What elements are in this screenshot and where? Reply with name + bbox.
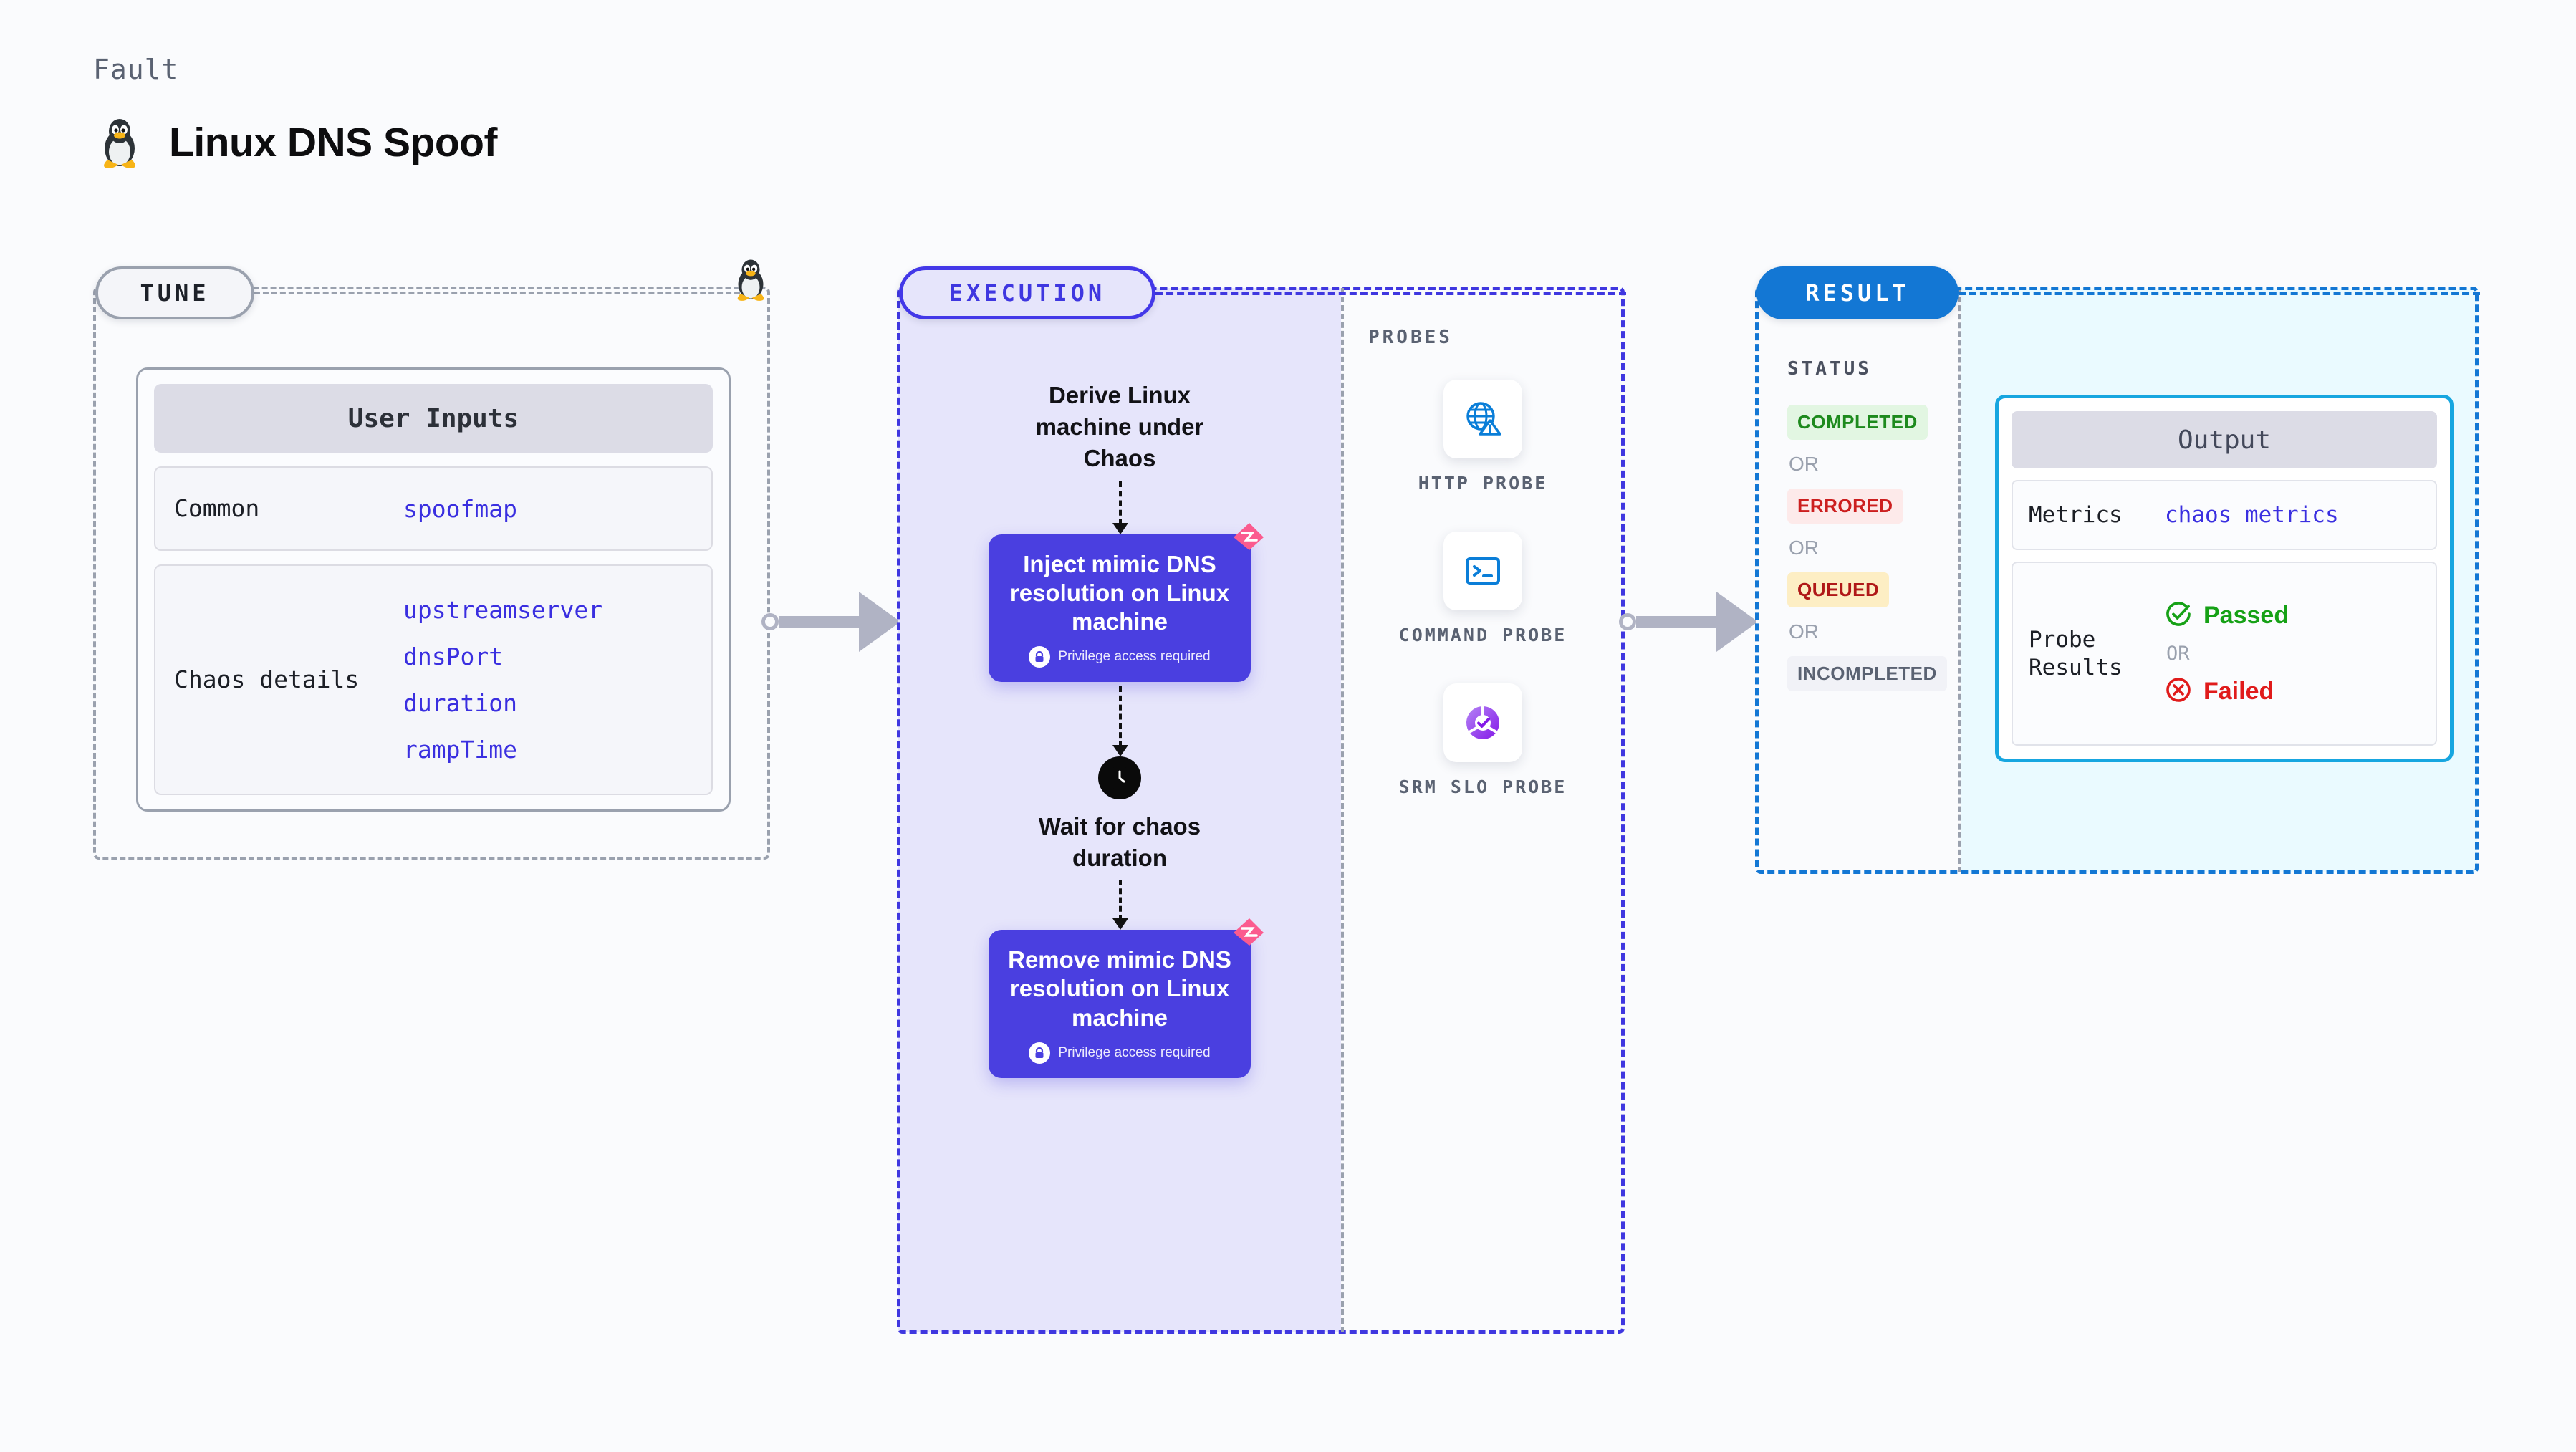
connector-bar — [1636, 616, 1716, 628]
linux-penguin-icon — [97, 117, 142, 168]
probe-name: SRM SLO PROBE — [1398, 777, 1567, 797]
status-or: OR — [1789, 453, 1819, 475]
probes-label: PROBES — [1368, 327, 1453, 348]
privilege-badge-label: Privilege access required — [1058, 649, 1211, 665]
verdict-failed: Failed — [2165, 676, 2289, 707]
tune-value: spoofmap — [403, 494, 517, 523]
user-inputs-title: User Inputs — [154, 384, 713, 453]
probe-srm-slo[interactable]: SRM SLO PROBE — [1399, 683, 1567, 799]
probes-list: HTTP PROBE COMMAND PROBE — [1341, 380, 1625, 799]
lock-icon — [1029, 646, 1051, 668]
execution-start-text: Derive Linux machine under Chaos — [1035, 382, 1204, 471]
result-pill[interactable]: RESULT — [1756, 266, 1959, 319]
probes-divider — [1341, 288, 1344, 1332]
connector-tune-to-execution — [761, 592, 918, 652]
probe-name: HTTP PROBE — [1418, 473, 1548, 494]
tune-pill[interactable]: TUNE — [95, 266, 254, 319]
chaos-ribbon-icon — [1232, 521, 1265, 555]
status-badge-incompleted: INCOMPLETED — [1787, 656, 1947, 691]
probe-command[interactable]: COMMAND PROBE — [1399, 532, 1567, 648]
terminal-icon — [1443, 532, 1522, 610]
lock-icon — [1029, 1042, 1051, 1064]
tune-row-common: Common spoofmap — [154, 466, 713, 551]
remove-node[interactable]: Remove mimic DNS resolution on Linux mac… — [989, 918, 1264, 1078]
x-circle-icon — [2165, 676, 2192, 707]
chaos-ribbon-icon — [1232, 917, 1265, 951]
flow-arrow-down — [1112, 686, 1128, 757]
tune-top-dashed-line — [254, 292, 749, 294]
execution-flow: Derive Linux machine under Chaos Inject … — [898, 380, 1341, 1078]
connector-arrowhead — [859, 592, 900, 652]
check-circle-icon — [2165, 600, 2192, 631]
verdict-or: OR — [2166, 643, 2190, 665]
result-panel — [1755, 287, 2479, 874]
execution-top-dashed-line — [1155, 292, 1626, 295]
page-kicker: Fault — [93, 54, 179, 85]
probe-http[interactable]: HTTP PROBE — [1418, 380, 1548, 496]
output-row-metrics: Metrics chaos metrics — [2012, 480, 2437, 550]
linux-penguin-icon-marker — [732, 258, 769, 304]
connector-bar — [779, 616, 859, 628]
slo-donut-check-icon — [1443, 683, 1522, 762]
execution-panel-fill — [898, 288, 1341, 1332]
status-badge-completed: COMPLETED — [1787, 405, 1928, 440]
tune-value: duration — [403, 689, 517, 717]
tune-value: upstreamserver — [403, 596, 603, 624]
status-badge-errored: ERRORED — [1787, 489, 1903, 524]
tune-value: dnsPort — [403, 643, 504, 670]
output-card: Output Metrics chaos metrics Probe Resul… — [1995, 395, 2454, 762]
status-or: OR — [1789, 537, 1819, 559]
result-top-dashed-line — [1959, 292, 2480, 295]
tune-value: rampTime — [403, 736, 517, 764]
tune-row-label: Common — [174, 494, 260, 523]
privilege-badge: Privilege access required — [1003, 646, 1236, 668]
output-row-probe-results: Probe Results Passed OR — [2012, 562, 2437, 746]
status-title: STATUS — [1787, 358, 1872, 380]
tune-row-values: spoofmap — [403, 495, 517, 523]
wait-text: Wait for chaos duration — [1038, 813, 1201, 872]
connector-execution-to-result — [1619, 592, 1775, 652]
tune-row-values: upstreamserver dnsPort duration rampTime — [403, 596, 602, 764]
output-metrics-label: Metrics — [2029, 501, 2123, 528]
page-title: Linux DNS Spoof — [169, 120, 497, 165]
inject-node-title: Inject mimic DNS resolution on Linux mac… — [1009, 550, 1230, 635]
page-title-row: Linux DNS Spoof — [97, 117, 497, 168]
execution-pill[interactable]: EXECUTION — [899, 266, 1155, 319]
verdict-passed: Passed — [2165, 600, 2289, 631]
output-probe-label: Probe Results — [2029, 626, 2123, 681]
tune-row-chaos-details: Chaos details upstreamserver dnsPort dur… — [154, 564, 713, 795]
privilege-badge: Privilege access required — [1003, 1042, 1236, 1064]
verdict-passed-label: Passed — [2203, 602, 2289, 629]
tune-row-label: Chaos details — [174, 665, 360, 694]
execution-panel — [897, 287, 1625, 1334]
privilege-badge-label: Privilege access required — [1058, 1044, 1211, 1060]
inject-node[interactable]: Inject mimic DNS resolution on Linux mac… — [989, 522, 1264, 683]
user-inputs-card: User Inputs Common spoofmap Chaos detail… — [136, 367, 731, 812]
flow-arrow-down — [1112, 880, 1128, 931]
connector-dot — [1619, 613, 1636, 630]
tune-panel — [93, 287, 770, 860]
status-badge-queued: QUEUED — [1787, 572, 1890, 607]
status-or: OR — [1789, 620, 1819, 643]
probe-name: COMMAND PROBE — [1398, 625, 1567, 645]
status-list: STATUS COMPLETED OR ERRORED OR QUEUED OR… — [1787, 358, 1959, 691]
output-title: Output — [2012, 411, 2437, 468]
clock-icon — [1098, 756, 1141, 800]
connector-arrowhead — [1716, 592, 1758, 652]
remove-node-title: Remove mimic DNS resolution on Linux mac… — [1008, 946, 1231, 1031]
output-metrics-value: chaos metrics — [2165, 502, 2339, 528]
connector-dot — [761, 613, 779, 630]
output-probe-verdicts: Passed OR Failed — [2165, 600, 2289, 707]
verdict-failed-label: Failed — [2203, 678, 2274, 705]
flow-arrow-down — [1112, 481, 1128, 534]
globe-warning-icon — [1443, 380, 1522, 458]
